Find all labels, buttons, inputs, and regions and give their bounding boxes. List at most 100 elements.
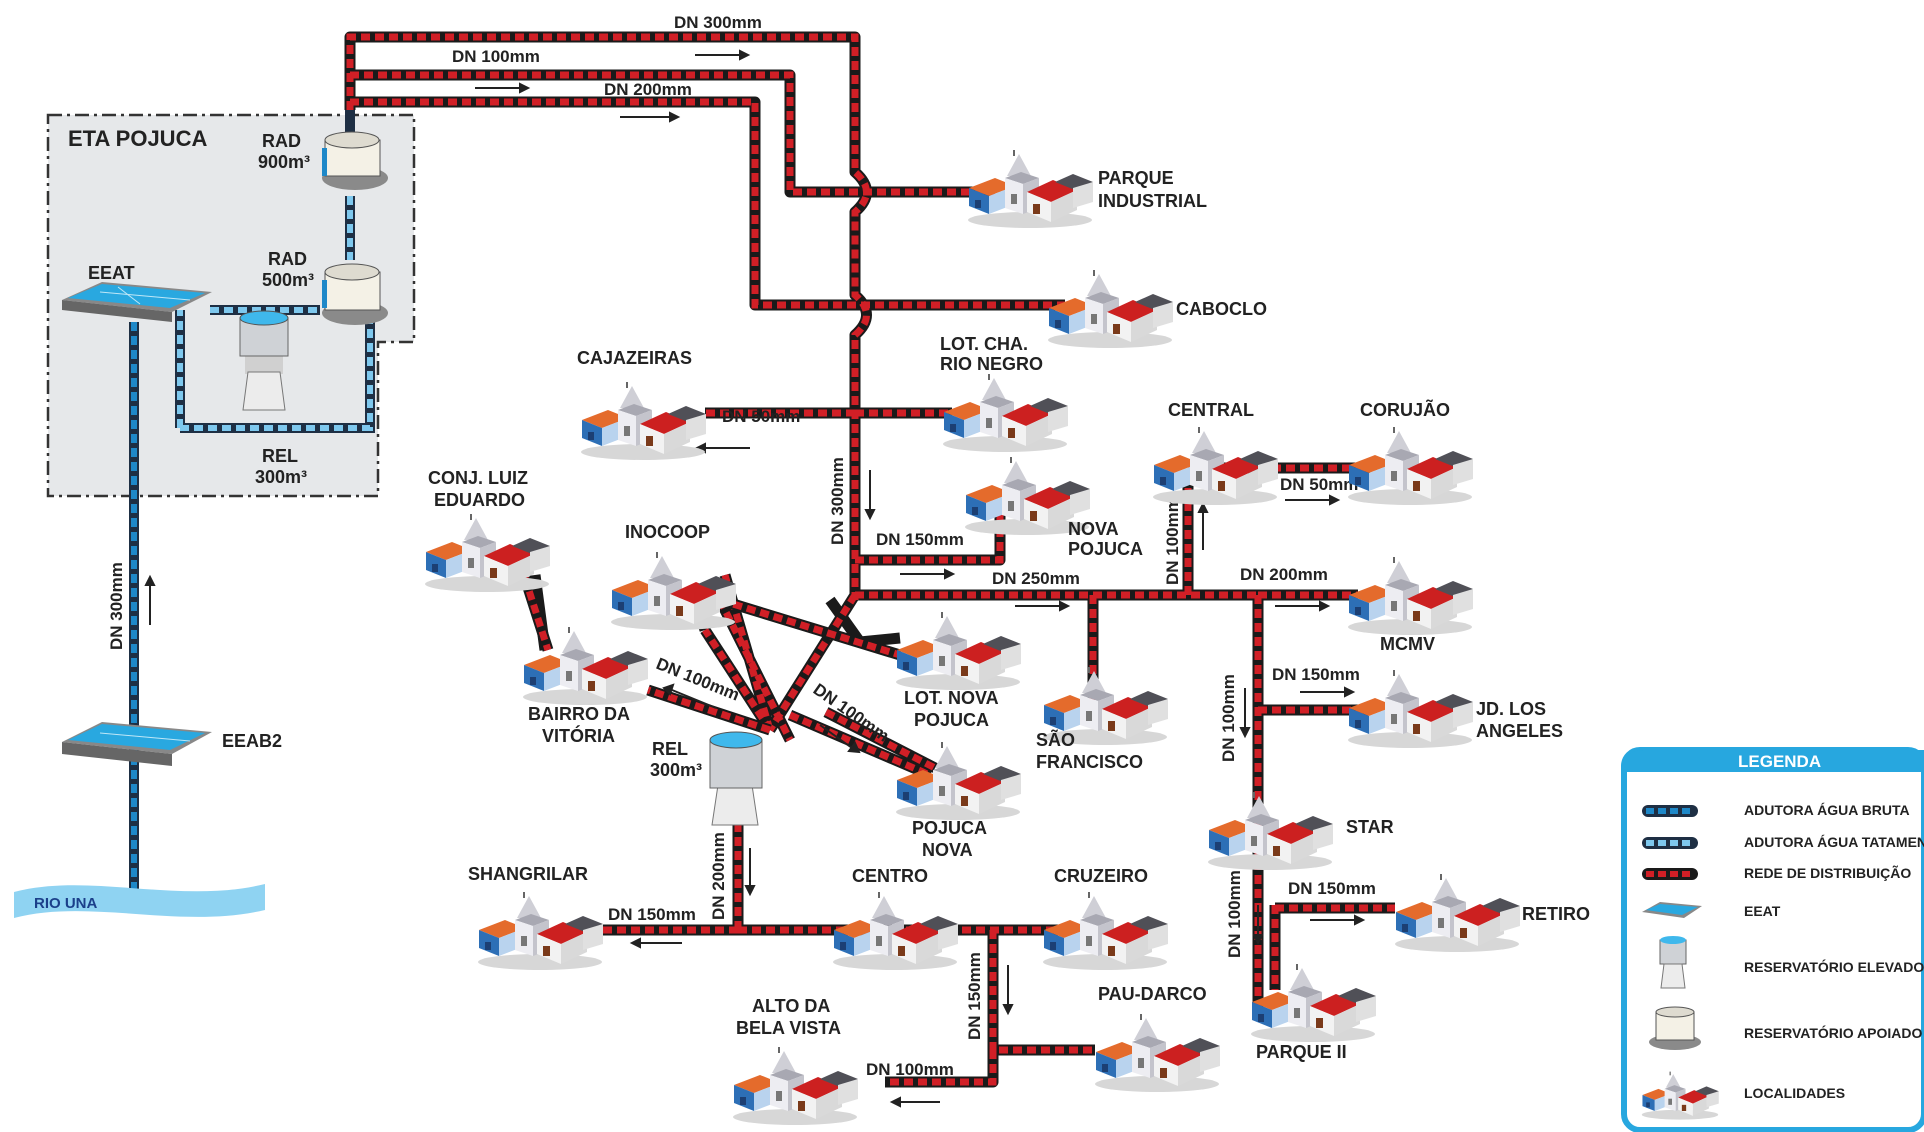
arrow-right-icon [475,82,531,94]
locality-jd-los-angeles-icon [1348,670,1473,748]
locality-label: LOT. CHA. [940,334,1028,354]
pipe-label: DN 150mm [1288,879,1376,898]
arrow-down-icon [864,470,876,521]
rad-500-tank [322,263,388,325]
locality-label: BELA VISTA [736,1018,841,1038]
locality-label: RIO NEGRO [940,354,1043,374]
pipe-label: DN 150mm [608,905,696,924]
locality-label: ALTO DA [752,996,830,1016]
pipe-label: DN 300mm [674,13,762,32]
locality-label: PAU-DARCO [1098,984,1207,1004]
locality-label: BAIRRO DA [528,704,630,724]
elevated-tank-icon [1659,936,1687,989]
locality-label: MCMV [1380,634,1435,654]
locality-label: JD. LOS [1476,699,1546,719]
arrow-left-icon [694,442,750,454]
locality-label: POJUCA [912,818,987,838]
pipe-label: DN 250mm [992,569,1080,588]
locality-star-icon [1208,792,1333,870]
rad2-label: RAD [268,249,307,269]
pipe-label: DN 100mm [866,1060,954,1079]
rad1-label: RAD [262,131,301,151]
locality-label: CONJ. LUIZ [428,468,528,488]
eeab2-station [62,722,212,766]
locality-lot-cha-icon [943,374,1068,452]
distribution-network-dashes [346,33,1395,1086]
arrow-right-icon [620,111,681,123]
pipe-label: DN 150mm [1272,665,1360,684]
locality-parque-industrial-icon [968,150,1093,228]
river [14,884,265,918]
pipe-label: DN 200mm [604,80,692,99]
locality-caboclo-icon [1048,270,1173,348]
locality-mcmv-icon [1348,557,1473,635]
locality-label: POJUCA [1068,539,1143,559]
locality-lot-nova-pojuca-icon [896,612,1021,690]
pipe-label: DN 50mm [722,407,800,426]
locality-shangrilar-icon [478,892,603,970]
locality-label: CORUJÃO [1360,399,1450,420]
river-label: RIO UNA [34,895,98,912]
rad1-volume: 900m³ [258,152,310,172]
arrow-up-icon [1197,501,1209,550]
arrow-right-icon [695,49,751,61]
eeat-label: EEAT [88,263,135,283]
arrow-down-icon [1252,905,1264,946]
rel-eta-label: REL [262,446,298,466]
eeab2-label: EEAB2 [222,731,282,751]
rad-900-tank [322,131,388,190]
locality-alto-bela-vista-icon [733,1047,858,1125]
locality-label: NOVA [922,840,973,860]
eeat-station [62,282,212,322]
locality-cajazeiras-icon [581,382,706,460]
locality-label: ANGELES [1476,721,1563,741]
locality-label: CRUZEIRO [1054,866,1148,886]
locality-conj-luiz-icon [425,514,550,592]
locality-central-icon [1153,427,1278,505]
arrow-up-icon [144,574,156,625]
pump-station-icon [1642,902,1702,918]
legend: LEGENDA ADUTORA ÁGUA BRUTA ADUTORA ÁGUA … [1621,747,1924,1132]
legend-label: RESERVATÓRIO ELEVADO [1744,958,1924,975]
locality-label: VITÓRIA [542,725,615,746]
locality-label: INOCOOP [625,522,710,542]
pipe-label: DN 200mm [1240,565,1328,584]
rel-city-volume: 300m³ [650,760,702,780]
locality-label: INDUSTRIAL [1098,191,1207,211]
pipe-label: DN 150mm [876,530,964,549]
pipe-label: DN 300mm [828,457,847,545]
pipe-label: DN 150mm [965,952,984,1040]
ground-tank-icon [1649,1006,1701,1050]
legend-label: RESERVATÓRIO APOIADO [1744,1024,1923,1041]
locality-retiro-icon [1395,874,1520,952]
raw-water-pipe-icon [1642,805,1698,817]
rel-elevated-tank-eta [239,310,289,411]
pipe-label: DN 100mm [1219,674,1238,762]
legend-label: LOCALIDADES [1744,1085,1845,1101]
locality-label: NOVA [1068,519,1119,539]
treated-water-pipeline [175,110,375,433]
locality-pau-darco-icon [1095,1014,1220,1092]
branch-lines [519,576,938,773]
legend-label: EEAT [1744,903,1781,919]
locality-label: LOT. NOVA [904,688,999,708]
locality-label: CENTRO [852,866,928,886]
raw-dn-label: DN 300mm [107,562,126,650]
arrow-down-icon [744,848,756,897]
legend-label: ADUTORA ÁGUA BRUTA [1744,802,1910,818]
arrow-right-icon [1300,686,1356,698]
legend-label: ADUTORA ÁGUA TATAMENTO [1744,834,1924,850]
arrow-right-icon [1015,600,1071,612]
locality-label: CAJAZEIRAS [577,348,692,368]
arrow-right-icon [1275,600,1331,612]
rel-elevated-tank-city [709,731,763,826]
arrow-left-icon [629,937,682,949]
locality-label: RETIRO [1522,904,1590,924]
locality-inocoop-icon [611,552,736,630]
eta-title: ETA POJUCA [68,126,207,151]
locality-label: SÃO [1036,729,1075,750]
arrow-down-icon [1239,688,1251,739]
locality-label: PARQUE [1098,168,1174,188]
locality-label: FRANCISCO [1036,752,1143,772]
